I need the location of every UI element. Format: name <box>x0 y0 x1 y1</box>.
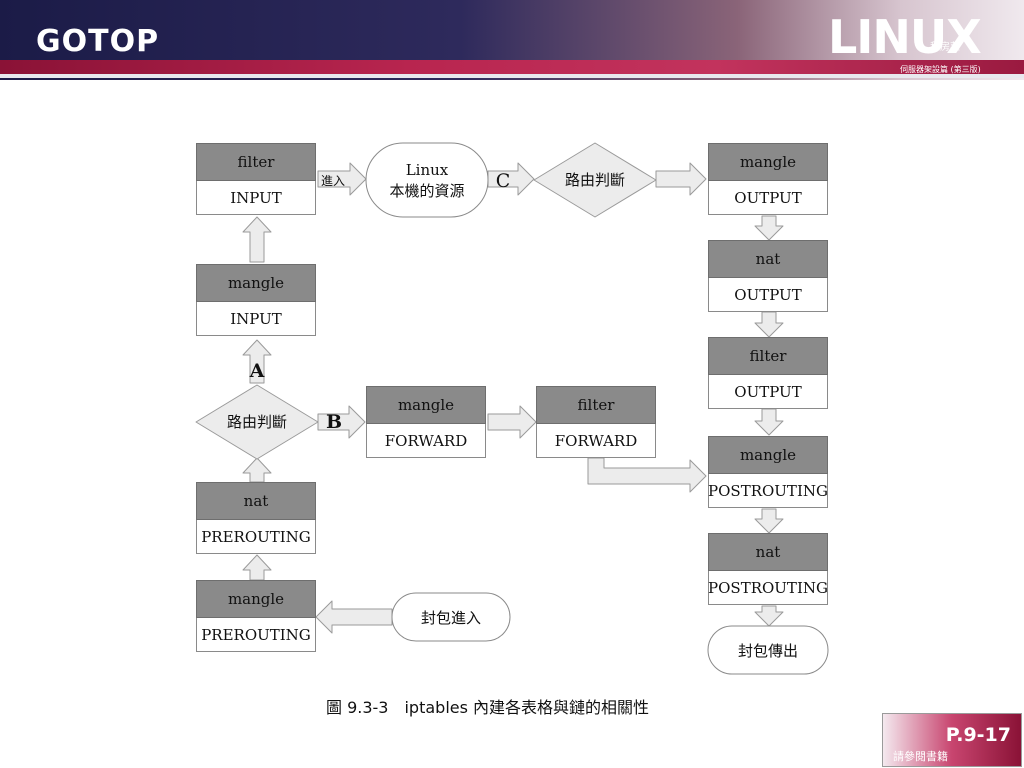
packet-in-shape <box>391 592 511 642</box>
brand-logo: GOTOP <box>36 24 160 59</box>
decision-diamond-left <box>195 384 319 460</box>
arrow-down-1 <box>754 215 784 241</box>
chain-name: INPUT <box>196 302 316 336</box>
box-mangle-prerouting: mangle PREROUTING <box>196 580 316 652</box>
box-filter-input: filter INPUT <box>196 143 316 215</box>
box-filter-forward: filter FORWARD <box>536 386 656 458</box>
box-mangle-forward: mangle FORWARD <box>366 386 486 458</box>
chain-name: OUTPUT <box>708 278 828 312</box>
arrow-to-output <box>655 162 707 196</box>
table-name: mangle <box>196 580 316 618</box>
decision-top-label: 路由判斷 <box>565 171 625 189</box>
arrow-to-decision-c <box>487 162 535 196</box>
series-subtitle: 私房菜 <box>930 42 960 53</box>
arrow-forward-to-postrouting <box>587 457 707 493</box>
table-name: nat <box>708 533 828 571</box>
chain-name: FORWARD <box>366 424 486 458</box>
table-name: nat <box>708 240 828 278</box>
arrow-down-5 <box>754 605 784 627</box>
arrow-down-4 <box>754 508 784 534</box>
page-tab[interactable]: P.9-17 請參閱書籍 <box>882 713 1022 767</box>
header-bar: GOTOP LINUX 私房菜 伺服器架設篇 (第三版) <box>0 0 1024 80</box>
chain-name: INPUT <box>196 181 316 215</box>
arrow-forward <box>487 405 537 439</box>
arrow-packet-in <box>315 600 393 634</box>
path-b-label: B <box>326 411 342 433</box>
chain-name: OUTPUT <box>708 375 828 409</box>
series-logo: LINUX <box>828 10 982 64</box>
box-mangle-input: mangle INPUT <box>196 264 316 336</box>
packet-out-label: 封包傳出 <box>738 642 798 660</box>
figure-caption: 圖 9.3-3 iptables 內建各表格與鏈的相關性 <box>326 698 650 717</box>
page-reference: 請參閱書籍 <box>893 750 948 763</box>
local-resource-line2: 本機的資源 <box>389 182 464 200</box>
table-name: mangle <box>196 264 316 302</box>
box-nat-postrouting: nat POSTROUTING <box>708 533 828 605</box>
table-name: mangle <box>366 386 486 424</box>
chain-name: OUTPUT <box>708 181 828 215</box>
box-nat-output: nat OUTPUT <box>708 240 828 312</box>
packet-out-shape <box>707 625 829 675</box>
arrow-up-2 <box>242 339 272 384</box>
local-resource-shape <box>365 142 489 218</box>
page-number: P.9-17 <box>945 724 1011 746</box>
decision-diamond-top <box>533 142 657 218</box>
box-mangle-output: mangle OUTPUT <box>708 143 828 215</box>
series-tag: 伺服器架設篇 (第三版) <box>900 65 981 74</box>
box-filter-output: filter OUTPUT <box>708 337 828 409</box>
enter-label: 進入 <box>321 174 345 188</box>
table-name: filter <box>536 386 656 424</box>
arrow-up-3 <box>242 457 272 483</box>
arrow-up-1 <box>242 216 272 263</box>
box-nat-prerouting: nat PREROUTING <box>196 482 316 554</box>
packet-in-label: 封包進入 <box>421 609 481 627</box>
path-c-label: C <box>496 170 511 192</box>
table-name: filter <box>708 337 828 375</box>
chain-name: POSTROUTING <box>708 474 828 508</box>
table-name: filter <box>196 143 316 181</box>
table-name: mangle <box>708 436 828 474</box>
table-name: mangle <box>708 143 828 181</box>
chain-name: PREROUTING <box>196 618 316 652</box>
chain-name: PREROUTING <box>196 520 316 554</box>
arrow-b <box>317 405 366 439</box>
path-a-label: A <box>249 360 265 382</box>
decision-left-label: 路由判斷 <box>227 413 287 431</box>
arrow-up-4 <box>242 554 272 581</box>
arrow-down-3 <box>754 408 784 436</box>
header-divider <box>0 74 1024 78</box>
chain-name: POSTROUTING <box>708 571 828 605</box>
arrow-down-2 <box>754 311 784 338</box>
header-stripe <box>0 60 1024 74</box>
local-resource-line1: Linux <box>406 161 449 179</box>
box-mangle-postrouting: mangle POSTROUTING <box>708 436 828 508</box>
arrow-enter <box>317 162 367 196</box>
table-name: nat <box>196 482 316 520</box>
chain-name: FORWARD <box>536 424 656 458</box>
